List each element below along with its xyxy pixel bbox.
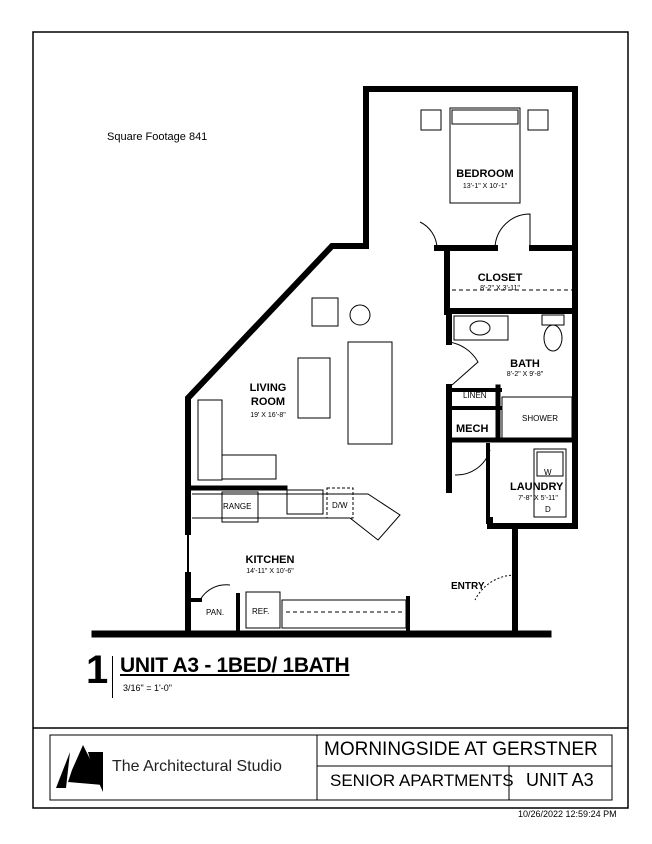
- bath-dims: 8'-2" X 9'-8": [506, 371, 544, 378]
- timestamp: 10/26/2022 12:59:24 PM: [518, 809, 617, 819]
- living-room-label-line1: LIVING: [249, 382, 287, 394]
- fixtures: [187, 107, 573, 629]
- firm-name: The Architectural Studio: [112, 758, 282, 775]
- bedroom-entry-door: [419, 221, 438, 249]
- nightstand: [420, 109, 442, 131]
- architectural-studio-logo: [56, 745, 103, 792]
- kitchen-sink: [286, 489, 324, 515]
- drawing-title: UNIT A3 - 1BED/ 1BATH: [120, 654, 350, 677]
- refrigerator-label: REF.: [252, 607, 270, 616]
- side-table: [349, 304, 371, 326]
- shower-label: SHOWER: [522, 414, 558, 423]
- bedroom-label: BEDROOM: [456, 168, 514, 180]
- linen-label: LINEN: [463, 391, 487, 400]
- coffee-table: [297, 357, 331, 419]
- nightstand: [527, 109, 549, 131]
- bed: [449, 107, 521, 204]
- drawing-number-divider: [112, 656, 113, 698]
- pantry-label: PAN.: [206, 608, 225, 617]
- refrigerator: [245, 591, 281, 629]
- closet-label: CLOSET: [477, 272, 523, 284]
- armchair: [311, 297, 339, 327]
- living-room-label: LIVING ROOM: [240, 381, 296, 409]
- dryer-label: D: [545, 505, 551, 514]
- unit-label: UNIT A3: [526, 770, 594, 790]
- bath-label: BATH: [510, 358, 540, 370]
- mech-door: [454, 449, 491, 476]
- dishwasher: [326, 487, 354, 519]
- project-subtitle: SENIOR APARTMENTS: [330, 771, 514, 790]
- drawing-number: 1: [86, 648, 109, 692]
- project-name: MORNINGSIDE AT GERSTNER: [324, 739, 598, 760]
- bedroom-door: [494, 213, 531, 249]
- bedroom-dims: 13'-1" X 10'-1": [462, 183, 508, 190]
- laundry-dims: 7'-8" X 5'-11": [518, 495, 558, 502]
- laundry-label: LAUNDRY: [510, 481, 564, 493]
- entry-door: [474, 574, 516, 601]
- washer-label: W: [544, 468, 552, 477]
- kitchen-dims: 14'-11" X 10'-6": [246, 568, 294, 575]
- living-room-dims: 19' X 16'-8": [250, 412, 286, 419]
- living-room-label-line2: ROOM: [250, 396, 286, 408]
- pantry-door: [199, 584, 231, 601]
- sofa: [347, 341, 393, 445]
- range: [221, 491, 259, 523]
- dishwasher-label: D/W: [332, 501, 348, 510]
- range-label: RANGE: [223, 502, 252, 511]
- entry-label: ENTRY: [451, 581, 485, 592]
- kitchen-label: KITCHEN: [245, 554, 295, 566]
- desk: [197, 399, 223, 481]
- square-footage: Square Footage 841: [107, 131, 208, 143]
- bath-door: [448, 341, 479, 386]
- mech-label: MECH: [456, 423, 489, 435]
- drawing-scale: 3/16" = 1'-0": [123, 683, 172, 693]
- closet-dims: 8'-2" X 3'-11": [480, 285, 520, 292]
- sheet-border: [32, 31, 629, 809]
- title-block-frame: [49, 734, 613, 801]
